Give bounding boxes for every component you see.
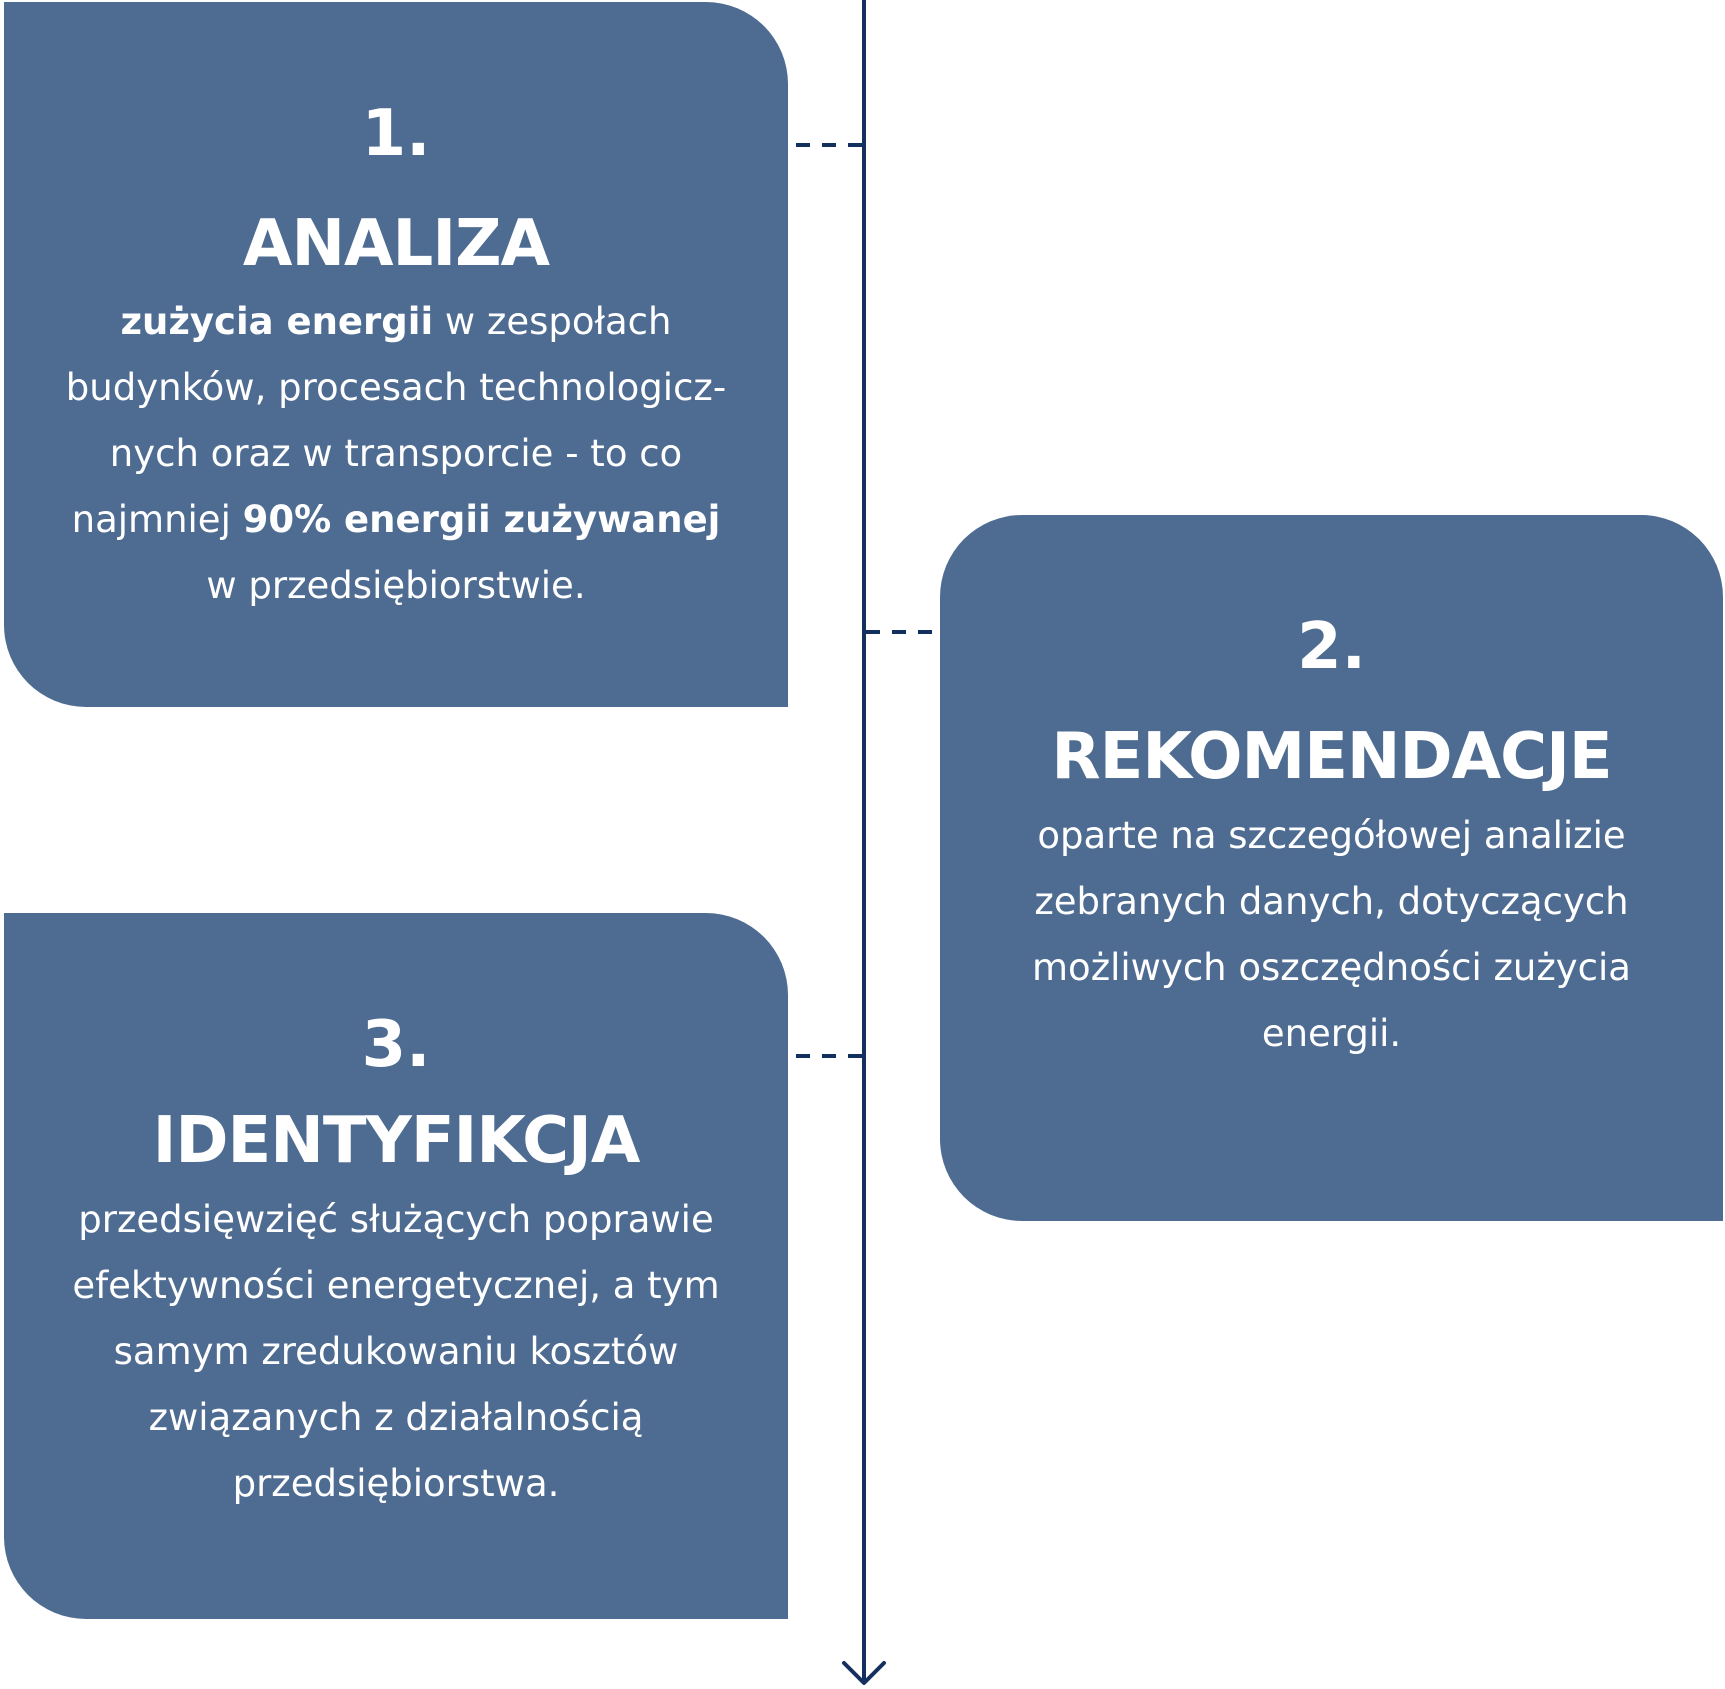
step-description-text: w przedsiębiorstwie. bbox=[206, 564, 586, 607]
step-description: przedsięwzięć służących poprawie efektyw… bbox=[69, 1187, 723, 1517]
step-card-identyfikcja: 3. IDENTYFIKCJA przedsięwzięć służących … bbox=[4, 913, 788, 1619]
step-number: 1. bbox=[361, 97, 431, 171]
step-description-text: w zespołach budynków, procesach technolo… bbox=[65, 300, 727, 541]
step-number: 2. bbox=[1297, 610, 1366, 684]
step-title: ANALIZA bbox=[242, 207, 550, 281]
step-title: REKOMENDACJE bbox=[1051, 720, 1612, 794]
step-description-text: przedsięwzięć służących poprawie efektyw… bbox=[72, 1198, 720, 1505]
timeline-arrowhead-down bbox=[842, 1661, 886, 1685]
step-card-rekomendacje: 2. REKOMENDACJE oparte na szczegółowej a… bbox=[940, 515, 1723, 1221]
step-description-text: oparte na szczegółowej analizie zebranyc… bbox=[1032, 814, 1631, 1055]
step-description: oparte na szczegółowej analizie zebranyc… bbox=[1020, 803, 1643, 1067]
step-description-bold: zużycia energii bbox=[120, 300, 434, 343]
step-number: 3. bbox=[361, 1008, 431, 1082]
step-description: zużycia energii w zespołach budynków, pr… bbox=[59, 289, 733, 619]
step-title: IDENTYFIKCJA bbox=[152, 1104, 641, 1178]
step-description-bold: 90% energii zużywanej bbox=[242, 498, 721, 541]
step-card-analiza: 1. ANALIZA zużycia energii w zespołach b… bbox=[4, 2, 788, 707]
